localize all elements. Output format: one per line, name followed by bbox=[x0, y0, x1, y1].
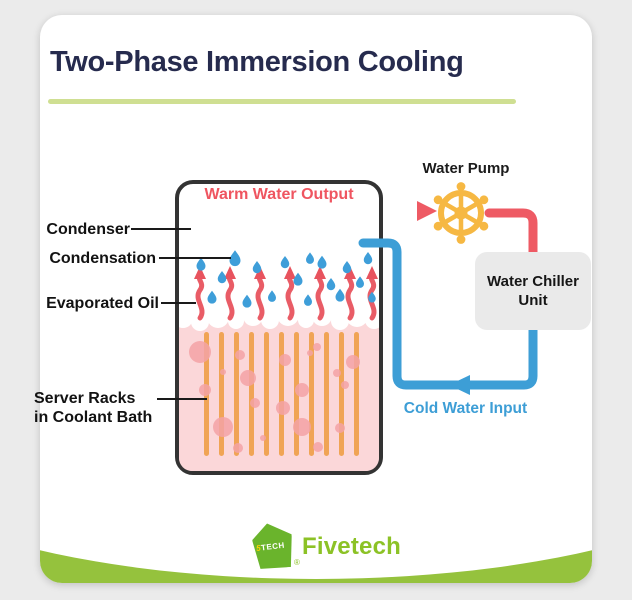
label-server-racks: Server Racks in Coolant Bath bbox=[34, 389, 164, 427]
fivetech-badge-text: 5TECH bbox=[255, 540, 286, 553]
fivetech-logo: 5TECH ® Fivetech bbox=[250, 518, 450, 578]
label-water-pump: Water Pump bbox=[422, 160, 510, 177]
label-evaporated-oil: Evaporated Oil bbox=[46, 295, 159, 312]
label-server-racks-line2: in Coolant Bath bbox=[34, 409, 153, 426]
label-condenser: Condenser bbox=[46, 221, 130, 238]
water-chiller-unit-label: Water Chiller Unit bbox=[487, 273, 579, 309]
label-cold-water-input: Cold Water Input bbox=[403, 400, 528, 417]
label-condensation: Condensation bbox=[49, 250, 156, 267]
warm-water-output-label: Warm Water Output bbox=[204, 186, 354, 203]
immersion-tank bbox=[175, 180, 383, 475]
fivetech-wordmark: Fivetech bbox=[302, 533, 401, 560]
fivetech-pentagon-icon: 5TECH bbox=[250, 521, 295, 572]
label-server-racks-line1: Server Racks bbox=[34, 390, 136, 407]
title-underline bbox=[48, 99, 516, 104]
footer-green-band bbox=[40, 537, 592, 583]
water-chiller-unit-box: Water Chiller Unit bbox=[475, 252, 591, 330]
page-title: Two-Phase Immersion Cooling bbox=[50, 46, 464, 78]
registered-mark: ® bbox=[294, 558, 300, 567]
